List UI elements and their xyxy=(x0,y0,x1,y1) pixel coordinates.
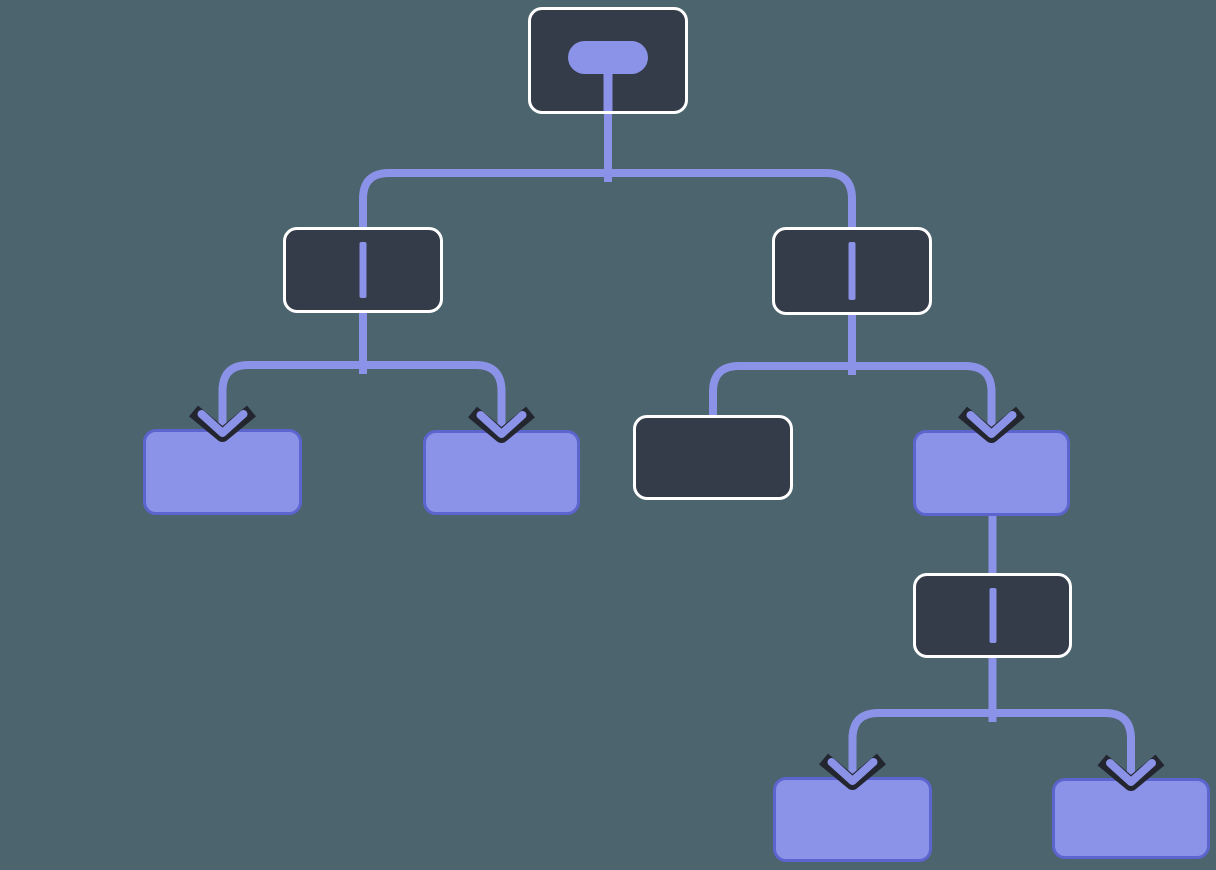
tree-node-leaf-b[interactable] xyxy=(423,430,580,515)
tree-node-leaf-d[interactable] xyxy=(1052,778,1210,859)
root-pill-icon xyxy=(568,41,648,74)
tree-node-branch-bottom[interactable] xyxy=(913,573,1072,658)
tree-node-leaf-a[interactable] xyxy=(143,429,302,515)
tree-node-leaf-c[interactable] xyxy=(773,777,932,862)
tree-node-branch-right[interactable] xyxy=(772,227,932,315)
tree-node-root[interactable] xyxy=(528,7,688,114)
root-pill-stem xyxy=(603,70,613,111)
tree-node-mid-dark[interactable] xyxy=(633,415,793,500)
tree-node-mid-purple[interactable] xyxy=(913,430,1070,516)
vertical-bar-icon xyxy=(989,588,996,643)
vertical-bar-icon xyxy=(848,242,856,300)
vertical-bar-icon xyxy=(359,242,367,298)
tree-node-branch-left[interactable] xyxy=(283,227,443,313)
